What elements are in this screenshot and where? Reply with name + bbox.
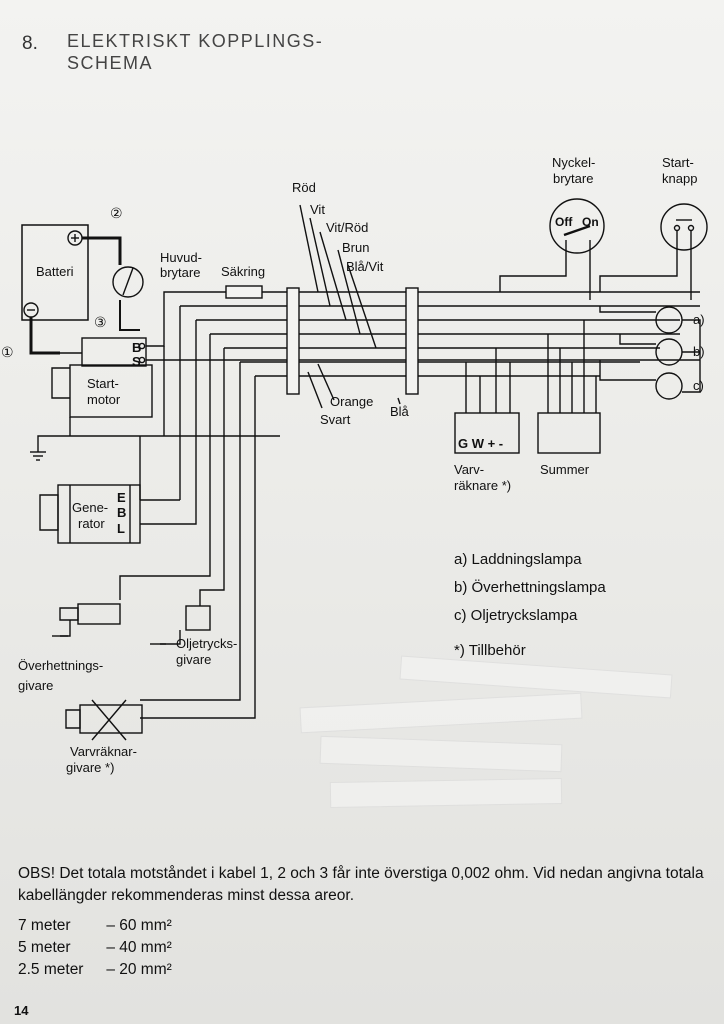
- main-switch: [112, 266, 144, 298]
- marker-3: ③: [94, 314, 107, 330]
- starter-box: [69, 364, 153, 418]
- terminal-e-gen: E: [117, 490, 126, 505]
- battery-box: [21, 224, 89, 321]
- area-row: 5 meter – 40 mm²: [18, 939, 172, 957]
- overheat-sender-label-1: Överhettnings-: [18, 658, 103, 673]
- tacho-terminals: G W + -: [458, 436, 503, 451]
- cable-length: 5 meter: [18, 939, 71, 956]
- lamp-b-letter: b): [693, 344, 705, 359]
- lamp-a-letter: a): [693, 312, 705, 327]
- marker-1: ①: [1, 344, 14, 360]
- wire-label-white: Vit: [310, 202, 325, 217]
- main-switch-label-1: Huvud-: [160, 250, 202, 265]
- cable-3: [119, 300, 140, 331]
- oil-sender-label-2: givare: [176, 652, 211, 667]
- page-title: ELEKTRISKT KOPPLINGS- SCHEMA: [67, 30, 367, 74]
- resistance-note: OBS! Det totala motståndet i kabel 1, 2 …: [18, 865, 704, 904]
- key-switch-label-1: Nyckel-: [552, 155, 595, 170]
- terminal-l-gen: L: [117, 521, 125, 536]
- tachometer-label-2: räknare *): [454, 478, 511, 493]
- cable-area: – 40 mm²: [106, 939, 172, 956]
- wire-label-orange: Orange: [330, 394, 373, 409]
- buzzer-label: Summer: [540, 462, 590, 477]
- generator-label-2: rator: [78, 516, 105, 531]
- lamp-c: [655, 372, 683, 400]
- lamp-c-letter: c): [693, 378, 704, 393]
- legend-b: b) Överhettningslampa: [454, 579, 606, 596]
- wire-label-brown: Brun: [342, 240, 369, 255]
- generator-label-1: Gene-: [72, 500, 108, 515]
- starter-solenoid: [81, 337, 147, 367]
- area-row: 2.5 meter – 20 mm²: [18, 961, 172, 979]
- start-button-label-1: Start-: [662, 155, 694, 170]
- tacho-sender-label-1: Varvräknar-: [70, 744, 137, 759]
- tachometer: [454, 412, 520, 454]
- page-number: 14: [14, 1003, 29, 1018]
- terminal-s-starter: S: [132, 354, 141, 369]
- wire-label-black: Svart: [320, 412, 351, 427]
- main-switch-label-2: brytare: [160, 265, 200, 280]
- cable-length: 7 meter: [18, 917, 71, 934]
- wire-label-white-red: Vit/Röd: [326, 220, 368, 235]
- bundle-clamp-right: [405, 287, 419, 395]
- key-on-label: On: [582, 215, 599, 229]
- fuse: [225, 285, 263, 299]
- start-button-label-2: knapp: [662, 171, 697, 186]
- key-off-label: Off: [555, 215, 573, 229]
- bundle-clamp-left: [286, 287, 300, 395]
- wire-label-blue-white: Blå/Vit: [346, 259, 384, 274]
- legend-c: c) Oljetryckslampa: [454, 607, 578, 624]
- terminal-b-starter: B: [132, 340, 141, 355]
- cable-area: – 20 mm²: [106, 961, 172, 978]
- section-number: 8.: [22, 33, 38, 54]
- starter-label-1: Start-: [87, 376, 119, 391]
- start-button: [660, 203, 708, 251]
- cable-1: [29, 317, 60, 355]
- key-switch-label-2: brytare: [553, 171, 593, 186]
- marker-2: ②: [110, 205, 123, 221]
- terminal-b-gen: B: [117, 505, 126, 520]
- legend-star: *) Tillbehör: [454, 642, 526, 659]
- fuse-label: Säkring: [221, 264, 265, 279]
- cable-area: – 60 mm²: [106, 917, 172, 934]
- lamp-b: [655, 338, 683, 366]
- key-switch: [549, 198, 605, 254]
- oil-sender: [185, 605, 211, 631]
- title-line-1: ELEKTRISKT KOPPLINGS-: [67, 31, 324, 51]
- wire-label-red: Röd: [292, 180, 316, 195]
- oil-sender-label-1: Oljetrycks-: [176, 636, 237, 651]
- wire-label-blue: Blå: [390, 404, 410, 419]
- overheat-sender: [77, 603, 121, 625]
- tacho-sender: [79, 704, 143, 734]
- legend-a: a) Laddningslampa: [454, 551, 582, 568]
- cable-2: [82, 236, 122, 265]
- cable-length: 2.5 meter: [18, 961, 84, 978]
- tacho-sender-label-2: givare *): [66, 760, 114, 775]
- overheat-sender-label-2: givare: [18, 678, 53, 693]
- buzzer: [537, 412, 601, 454]
- battery-label: Batteri: [36, 264, 74, 279]
- starter-label-2: motor: [87, 392, 121, 407]
- ground-bus: [37, 435, 280, 452]
- tachometer-label-1: Varv-: [454, 462, 484, 477]
- title-line-2: SCHEMA: [67, 53, 154, 73]
- wiring-diagram: Batteri Huvud- brytare Säkring Start- mo…: [1, 155, 708, 775]
- area-row: 7 meter – 60 mm²: [18, 917, 172, 935]
